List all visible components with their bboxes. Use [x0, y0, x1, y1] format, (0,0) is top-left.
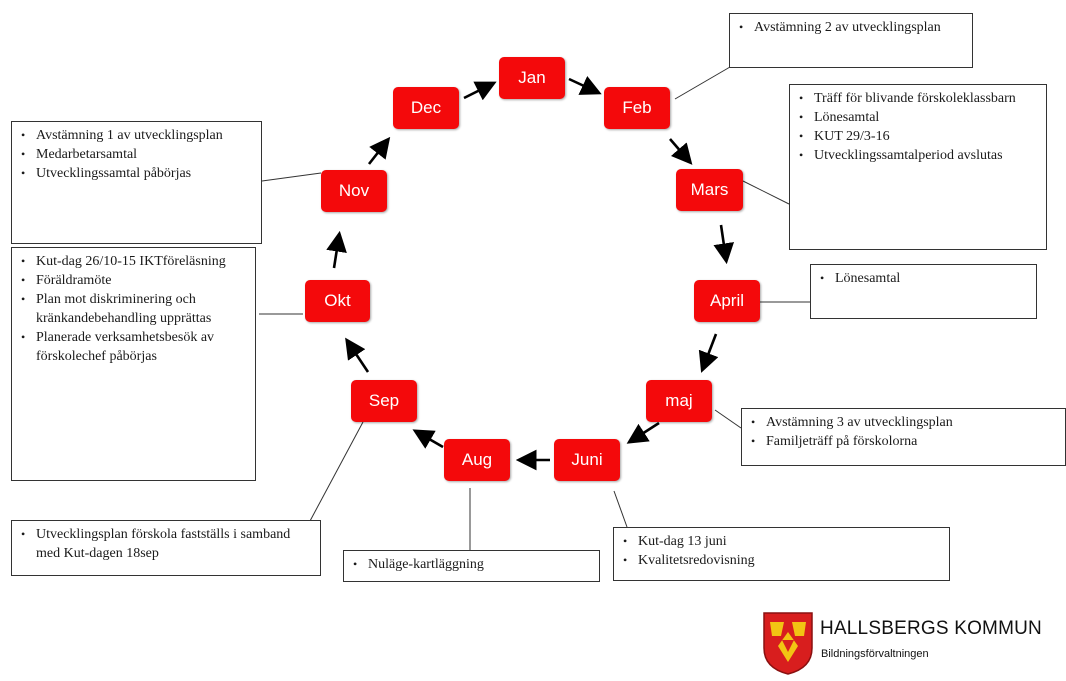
month-maj: maj: [646, 380, 712, 422]
note-maj-item: Familjeträff på förskolorna: [751, 432, 1059, 451]
logo-name: HALLSBERGS KOMMUN: [820, 618, 1042, 639]
note-mars: Träff för blivande förskoleklassbarn Lön…: [789, 84, 1047, 250]
connector-mars: [742, 180, 790, 205]
month-sep: Sep: [351, 380, 417, 422]
note-sep: Utvecklingsplan förskola fastställs i sa…: [11, 520, 321, 576]
note-feb-item: Avstämning 2 av utvecklingsplan: [739, 18, 966, 37]
arrow-jan-feb: [568, 75, 602, 95]
note-okt-item: Kut-dag 26/10-15 IKTföreläsning: [21, 252, 249, 271]
arrow-aug-sep: [412, 429, 444, 449]
arrow-mars-april: [713, 224, 735, 265]
month-april: April: [694, 280, 760, 322]
note-nov: Avstämning 1 av utvecklingsplan Medarbet…: [11, 121, 262, 244]
note-okt-item: Föräldramöte: [21, 271, 249, 290]
note-april-item: Lönesamtal: [820, 269, 1030, 288]
note-juni: Kut-dag 13 juni Kvalitetsredovisning: [613, 527, 950, 581]
arrow-okt-nov: [326, 230, 347, 269]
note-juni-item: Kvalitetsredovisning: [623, 551, 943, 570]
note-maj-item: Avstämning 3 av utvecklingsplan: [751, 413, 1059, 432]
note-nov-item: Utvecklingssamtal påbörjas: [21, 164, 255, 183]
arrow-feb-mars: [669, 138, 693, 165]
arrow-april-maj: [698, 333, 719, 373]
month-feb: Feb: [604, 87, 670, 129]
connector-sep: [309, 421, 364, 522]
month-dec: Dec: [393, 87, 459, 129]
connector-maj: [714, 409, 742, 429]
month-mars: Mars: [676, 169, 743, 211]
coat-of-arms-icon: [763, 612, 813, 675]
note-okt-item: Plan mot diskriminering och kränkandebeh…: [21, 290, 249, 328]
note-maj: Avstämning 3 av utvecklingsplan Familjet…: [741, 408, 1066, 466]
month-okt: Okt: [305, 280, 370, 322]
note-aug: Nuläge-kartläggning: [343, 550, 600, 582]
note-nov-item: Avstämning 1 av utvecklingsplan: [21, 126, 255, 145]
note-juni-item: Kut-dag 13 juni: [623, 532, 943, 551]
note-sep-item: Utvecklingsplan förskola fastställs i sa…: [21, 525, 314, 563]
month-nov: Nov: [321, 170, 387, 212]
note-nov-item: Medarbetarsamtal: [21, 145, 255, 164]
note-mars-item: Lönesamtal: [799, 108, 1040, 127]
month-juni: Juni: [554, 439, 620, 481]
logo-department: Bildningsförvaltningen: [821, 648, 929, 660]
arrow-sep-okt: [345, 337, 370, 373]
arrow-nov-dec: [367, 136, 391, 165]
connector-feb: [674, 66, 731, 100]
note-okt: Kut-dag 26/10-15 IKTföreläsning Föräldra…: [11, 247, 256, 481]
note-okt-item: Planerade verksamhetsbesök av förskolech…: [21, 328, 249, 366]
hallsberg-logo: HALLSBERGS KOMMUN Bildningsförvaltningen: [760, 610, 1066, 679]
connector-nov: [261, 172, 322, 182]
note-mars-item: KUT 29/3-16: [799, 127, 1040, 146]
connector-juni: [613, 490, 628, 528]
note-april: Lönesamtal: [810, 264, 1037, 319]
note-mars-item: Träff för blivande förskoleklassbarn: [799, 89, 1040, 108]
note-feb: Avstämning 2 av utvecklingsplan: [729, 13, 973, 68]
month-aug: Aug: [444, 439, 510, 481]
month-jan: Jan: [499, 57, 565, 99]
arrow-dec-jan: [463, 81, 497, 101]
note-mars-item: Utvecklingssamtalperiod avslutas: [799, 146, 1040, 165]
arrow-maj-juni: [626, 421, 660, 444]
note-aug-item: Nuläge-kartläggning: [353, 555, 593, 574]
